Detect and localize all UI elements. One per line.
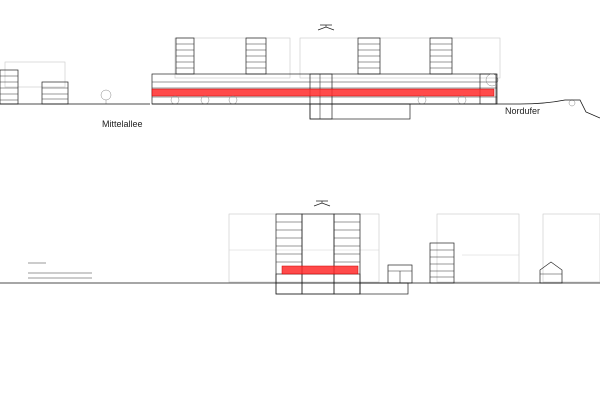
background-buildings-top [4, 37, 501, 88]
right-buildings-bottom [387, 242, 563, 284]
helipad-symbol [317, 24, 335, 31]
trees-top [100, 73, 576, 107]
helipad-symbol-bottom [313, 200, 331, 207]
elevation-top [0, 24, 600, 120]
street-label-west: Mittelallee [102, 119, 143, 129]
highlight-band-top [151, 88, 495, 97]
street-label-east: Nordufer [505, 106, 541, 116]
ground-line-top [0, 99, 600, 119]
highlight-band-bottom [281, 265, 359, 275]
main-complex-top [151, 24, 498, 120]
left-symbol [28, 262, 92, 279]
elevation-bottom [0, 200, 600, 295]
